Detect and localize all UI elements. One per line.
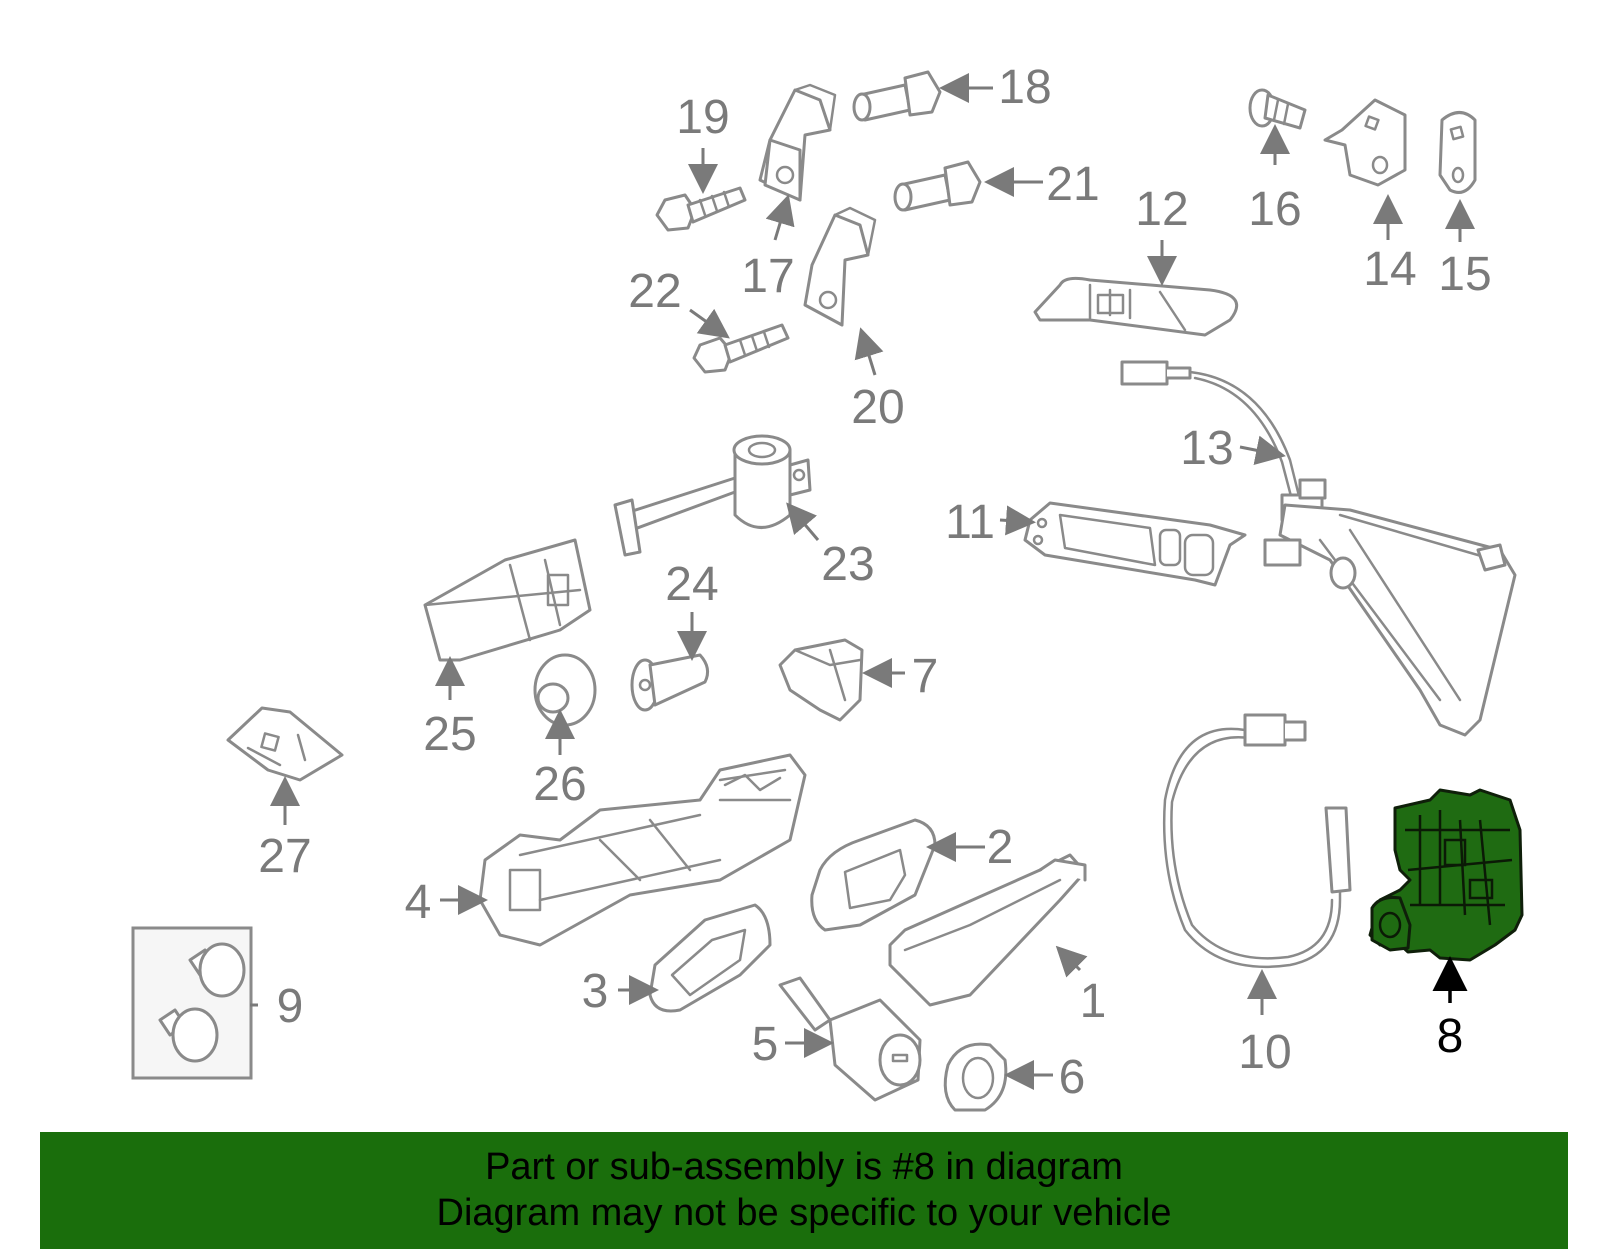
callout-11: 11 bbox=[945, 496, 995, 549]
callout-18: 18 bbox=[998, 61, 1051, 114]
callout-16: 16 bbox=[1248, 183, 1301, 236]
callout-2: 2 bbox=[987, 821, 1014, 874]
callout-21: 21 bbox=[1046, 158, 1099, 211]
part-19-bolt[interactable] bbox=[655, 186, 747, 232]
part-24-pin[interactable] bbox=[630, 653, 710, 712]
part-22-bolt[interactable] bbox=[692, 323, 790, 374]
callout-15: 15 bbox=[1438, 248, 1491, 301]
part-25-bumper[interactable] bbox=[423, 538, 592, 662]
callout-10: 10 bbox=[1238, 1026, 1291, 1079]
part-18-bolt[interactable] bbox=[852, 70, 942, 122]
callout-14: 14 bbox=[1363, 243, 1416, 296]
callout-6: 6 bbox=[1059, 1051, 1086, 1104]
callout-9: 9 bbox=[277, 980, 304, 1033]
part-17-hinge[interactable] bbox=[758, 83, 837, 202]
part-20-hinge[interactable] bbox=[803, 206, 877, 327]
part-11-handle[interactable] bbox=[1023, 501, 1247, 587]
part-3-gasket[interactable] bbox=[648, 903, 772, 1013]
part-13-remote[interactable] bbox=[1263, 503, 1517, 737]
banner-line-2: Diagram may not be specific to your vehi… bbox=[436, 1192, 1172, 1234]
part-23-check-strap[interactable] bbox=[613, 434, 812, 557]
callout-12: 12 bbox=[1135, 183, 1188, 236]
part-15-pad[interactable] bbox=[1438, 111, 1477, 194]
part-27-clip[interactable] bbox=[226, 706, 344, 782]
part-8-door-latch[interactable] bbox=[1368, 788, 1524, 962]
part-7-bracket[interactable] bbox=[778, 638, 864, 722]
part-21-bolt[interactable] bbox=[893, 160, 982, 212]
callout-arrows bbox=[250, 73, 1475, 1090]
part-26-grommet[interactable] bbox=[533, 653, 597, 727]
callout-26: 26 bbox=[533, 758, 586, 811]
callout-8: 8 bbox=[1437, 1010, 1464, 1063]
part-12-interior-handle[interactable] bbox=[1033, 276, 1239, 337]
parts-diagram: 1 2 3 4 5 6 7 8 9 10 11 12 13 14 15 16 1… bbox=[131, 61, 1524, 1112]
part-5-lock-cylinder[interactable] bbox=[778, 976, 922, 1102]
callout-22: 22 bbox=[628, 265, 681, 318]
callout-24: 24 bbox=[665, 558, 718, 611]
callout-13: 13 bbox=[1180, 422, 1233, 475]
callout-7: 7 bbox=[912, 650, 939, 703]
banner-line-1: Part or sub-assembly is #8 in diagram bbox=[485, 1146, 1123, 1188]
callout-20: 20 bbox=[851, 381, 904, 434]
part-14-bracket[interactable] bbox=[1323, 98, 1407, 187]
callout-25: 25 bbox=[423, 708, 476, 761]
part-1-exterior-handle[interactable] bbox=[888, 853, 1087, 1007]
callout-23: 23 bbox=[821, 538, 874, 591]
part-6-seal[interactable] bbox=[943, 1042, 1008, 1112]
callout-5: 5 bbox=[752, 1018, 779, 1071]
part-10-cable[interactable] bbox=[1162, 713, 1352, 969]
part-9-box[interactable] bbox=[131, 926, 253, 1080]
callout-19: 19 bbox=[676, 91, 729, 144]
callout-1: 1 bbox=[1080, 975, 1107, 1028]
callout-3: 3 bbox=[582, 965, 609, 1018]
callout-27: 27 bbox=[258, 830, 311, 883]
callout-4: 4 bbox=[405, 876, 432, 929]
part-4-handle-carrier[interactable] bbox=[478, 753, 807, 947]
callout-17: 17 bbox=[741, 250, 794, 303]
callout-labels: 1 2 3 4 5 6 7 8 9 10 11 12 13 14 15 16 1… bbox=[258, 61, 1491, 1104]
part-16-screw[interactable] bbox=[1248, 88, 1307, 130]
notice-banner: Part or sub-assembly is #8 in diagram Di… bbox=[40, 1132, 1568, 1249]
part-2-gasket[interactable] bbox=[810, 818, 937, 932]
